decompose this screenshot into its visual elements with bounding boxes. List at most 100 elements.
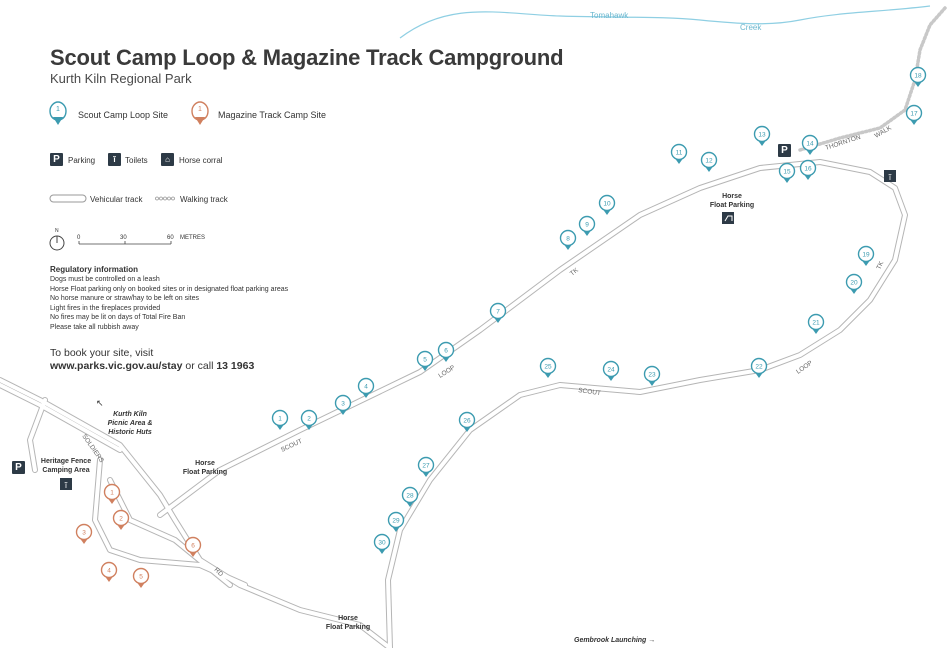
label-line: Float Parking [325, 624, 371, 631]
legend-scout-pin-number: 1 [56, 106, 60, 113]
magazine-site-pin: 2 [112, 509, 130, 530]
legend-magazine-pin-icon [191, 101, 209, 125]
page-title: Scout Camp Loop & Magazine Track Campgro… [50, 45, 564, 70]
legend-walking-label: Walking track [180, 195, 228, 204]
road-label-tk-2: TK [875, 260, 885, 271]
magazine-site-pin: 6 [184, 536, 202, 557]
scout-site-pin-number: 27 [422, 463, 430, 470]
scout-site-pin-number: 16 [804, 166, 812, 173]
regulatory-heading: Regulatory information [50, 265, 139, 274]
scout-site-pin-number: 25 [544, 364, 552, 371]
road-label-rd: RD [213, 566, 225, 578]
magazine-site-pin-number: 1 [110, 490, 114, 497]
label-line: Camping Area [42, 467, 90, 474]
scout-site-pin: 3 [334, 394, 352, 415]
label-line: Float Parking [709, 202, 755, 209]
gembrook-text: Gembrook Launching [574, 637, 647, 644]
scout-site-pin-number: 29 [392, 518, 400, 525]
kurth-kiln-label: Kurth Kiln Picnic Area & Historic Huts [100, 410, 160, 437]
road-label-scout-2: SCOUT [578, 387, 602, 397]
legend-magazine-pin-number: 1 [198, 106, 202, 113]
scout-site-pin-number: 17 [910, 111, 918, 118]
parking-icon-heritage: P [12, 461, 25, 474]
regulatory-line: No horse manure or straw/hay to be left … [50, 295, 200, 303]
scout-site-pin: 5 [416, 350, 434, 371]
scout-site-pin: 21 [807, 313, 825, 334]
regulatory-list: Dogs must be controlled on a leash Horse… [50, 275, 288, 333]
legend-vehicular-track [49, 194, 87, 203]
road-label-loop-1: LOOP [437, 364, 456, 380]
scout-site-pin-number: 3 [341, 401, 345, 408]
booking-url-link[interactable]: www.parks.vic.gov.au/stay [50, 360, 183, 372]
scout-site-pin-number: 12 [705, 158, 713, 165]
scout-site-pin-number: 22 [755, 364, 763, 371]
horse-float-parking-label-3: Horse Float Parking [318, 614, 378, 632]
scale-label-metres: METRES [180, 235, 206, 241]
scout-site-pin: 30 [373, 533, 391, 554]
kurth-kiln-arrow-icon: ↖ [96, 398, 104, 408]
svg-text:ĩ: ĩ [64, 481, 68, 490]
scout-site-pin: 18 [909, 66, 927, 87]
scout-site-pin: 19 [857, 245, 875, 266]
booking-phone[interactable]: 13 1963 [216, 360, 255, 372]
scout-site-pin: 26 [458, 411, 476, 432]
magazine-site-pin-number: 2 [119, 516, 123, 523]
road-label-loop-2: LOOP [795, 360, 814, 376]
legend-horse-label: Horse corral [179, 156, 223, 165]
road-label-tk-1: TK [569, 267, 580, 278]
legend-scout-label: Scout Camp Loop Site [78, 110, 169, 120]
scout-site-pin: 1 [271, 409, 289, 430]
scout-site-pin: 12 [700, 151, 718, 172]
scout-site-pin: 24 [602, 360, 620, 381]
scout-site-pin-number: 9 [585, 222, 589, 229]
scout-site-pin: 28 [401, 486, 419, 507]
regulatory-line: Please take all rubbish away [50, 323, 139, 331]
scout-site-pin-number: 7 [496, 309, 500, 316]
scale-bar [78, 241, 172, 245]
heritage-fence-label: Heritage Fence Camping Area [34, 457, 98, 475]
regulatory-line: No fires may be lit on days of Total Fir… [50, 314, 186, 322]
label-line: Horse [338, 615, 358, 622]
magazine-site-pin-number: 4 [107, 568, 111, 575]
scout-site-pin: 10 [598, 194, 616, 215]
magazine-site-pin: 1 [103, 483, 121, 504]
regulatory-line: Light fires in the fireplaces provided [50, 304, 161, 312]
magazine-site-pin: 5 [132, 567, 150, 588]
scout-site-pin: 17 [905, 104, 923, 125]
regulatory-line: Dogs must be controlled on a leash [50, 276, 160, 283]
booking-line-1: To book your site, visit [50, 347, 154, 359]
scout-site-pin: 7 [489, 302, 507, 323]
svg-text:ĩ: ĩ [888, 173, 892, 182]
north-label: N [55, 228, 59, 234]
scout-site-pin-number: 19 [862, 252, 870, 259]
scale-label-60: 60 [167, 235, 174, 241]
label-line: Picnic Area & [107, 420, 153, 427]
creek-label-1: Tomahawk [590, 11, 629, 20]
scout-site-pin: 4 [357, 377, 375, 398]
scout-site-pin-number: 30 [378, 540, 386, 547]
booking-line-2: www.parks.vic.gov.au/stay or call 13 196… [50, 360, 254, 372]
gembrook-label: Gembrook Launching → [574, 636, 655, 645]
scout-site-pin-number: 14 [806, 141, 814, 148]
scout-site-pin: 9 [578, 215, 596, 236]
legend-scout-pin-icon [49, 101, 67, 125]
scout-site-pin-number: 26 [463, 418, 471, 425]
page-subtitle: Kurth Kiln Regional Park [50, 71, 192, 86]
scout-site-pin: 11 [670, 143, 688, 164]
legend-walking-track [155, 196, 175, 201]
scout-site-pin-number: 13 [758, 132, 766, 139]
scout-site-pin: 22 [750, 357, 768, 378]
magazine-site-pin-number: 6 [191, 543, 195, 550]
label-line: Horse [195, 460, 215, 467]
scale-label-0: 0 [77, 235, 81, 241]
legend-horse-icon: ⌂ [161, 153, 174, 166]
scout-site-pin-number: 23 [648, 372, 656, 379]
scout-site-pin: 8 [559, 229, 577, 250]
scout-site-pin-number: 18 [914, 73, 922, 80]
scout-site-pin-number: 4 [364, 384, 368, 391]
scout-site-pin: 14 [801, 134, 819, 155]
scout-site-pin: 25 [539, 357, 557, 378]
scout-site-pin-number: 24 [607, 367, 615, 374]
horse-corral-icon-map [722, 212, 734, 224]
